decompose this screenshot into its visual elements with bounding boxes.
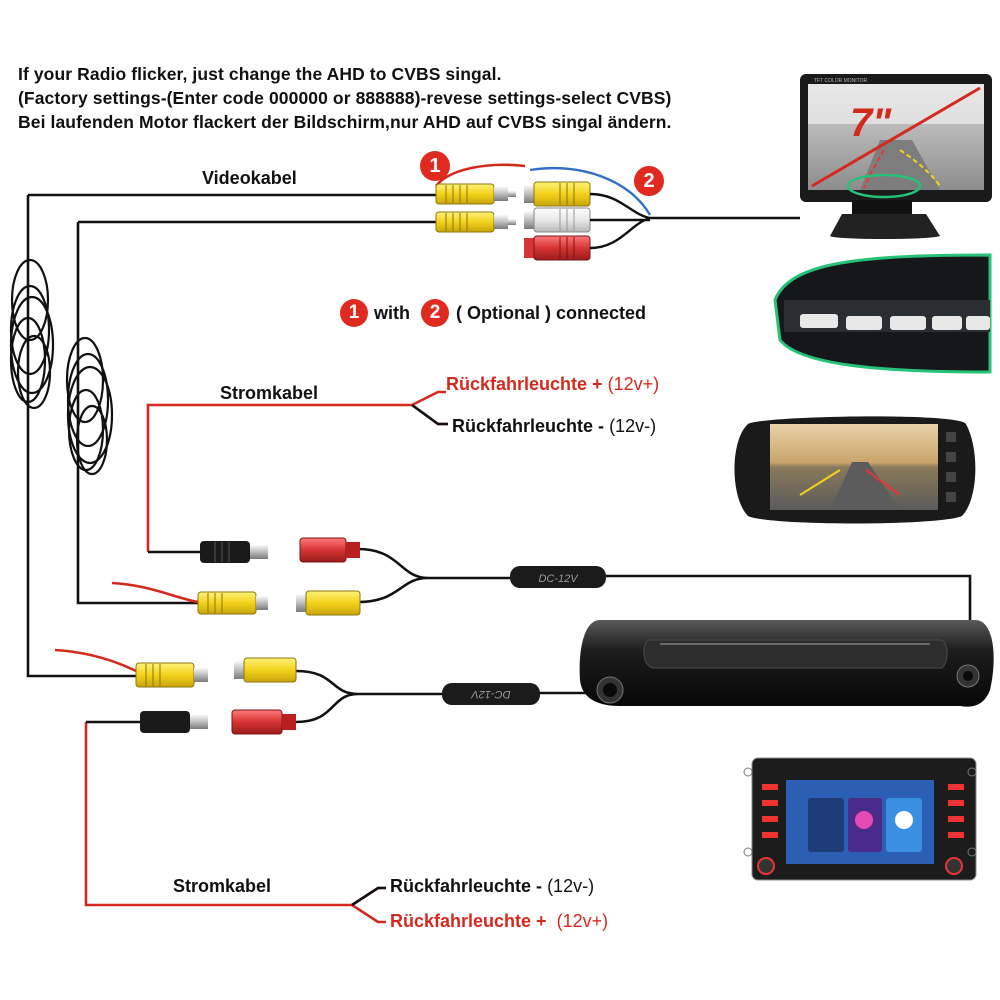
dc-plug-low bbox=[86, 711, 208, 733]
svg-text:DC-12V: DC-12V bbox=[470, 688, 511, 700]
dc-module-low: DC-12V bbox=[442, 683, 540, 705]
intro-line-3: Bei laufenden Motor flackert der Bildsch… bbox=[18, 112, 672, 132]
dc-plug-top bbox=[148, 541, 268, 563]
reverse-light-minus-bottom: Rückfahrleuchte - (12v-) bbox=[390, 876, 595, 896]
rca-plug-yellow-mid bbox=[197, 591, 268, 615]
intro-line-1: If your Radio flicker, just change the A… bbox=[18, 64, 502, 84]
brake-light-camera bbox=[579, 620, 994, 707]
monitor-button-zoom bbox=[773, 253, 992, 374]
dc-module-top: DC-12V bbox=[510, 566, 606, 588]
note-badge-two: 2 bbox=[421, 299, 449, 327]
reverse-light-plus-bottom: Rückfahrleuchte + (12v+) bbox=[390, 911, 609, 931]
reverse-light-plus-top: Rückfahrleuchte + (12v+) bbox=[446, 374, 660, 394]
rca-plug-yellow-top-1 bbox=[435, 183, 516, 205]
badge-one: 1 bbox=[420, 151, 450, 181]
dc-socket-red-low bbox=[231, 709, 296, 735]
stromkabel-bottom-label: Stromkabel bbox=[173, 876, 272, 896]
mirror-monitor bbox=[734, 416, 976, 524]
car-radio bbox=[743, 757, 977, 881]
badge-two: 2 bbox=[634, 166, 664, 196]
dc-socket-red-top bbox=[299, 537, 360, 563]
rca-socket-yellow-low bbox=[234, 657, 297, 683]
note-optional: ( Optional ) connected bbox=[456, 303, 647, 323]
rca-socket-yellow bbox=[524, 181, 591, 207]
svg-text:TFT COLOR MONITOR: TFT COLOR MONITOR bbox=[814, 78, 868, 84]
svg-text:DC-12V: DC-12V bbox=[538, 573, 579, 585]
rca-socket-white bbox=[524, 207, 591, 233]
monitor-7inch: 7" TFT COLOR MONITOR bbox=[800, 74, 992, 239]
note-badge-one: 1 bbox=[340, 299, 368, 327]
reverse-light-minus-top: Rückfahrleuchte - (12v-) bbox=[452, 416, 657, 436]
svg-text:7": 7" bbox=[850, 101, 892, 145]
rca-socket-red bbox=[524, 235, 591, 261]
videokabel-label: Videokabel bbox=[202, 168, 297, 188]
stromkabel-top-label: Stromkabel bbox=[220, 383, 319, 403]
rca-socket-yellow-mid bbox=[296, 590, 361, 616]
note-with: with bbox=[374, 303, 410, 323]
rca-plug-yellow-low bbox=[135, 662, 208, 688]
rca-plug-yellow-top-2 bbox=[435, 211, 516, 233]
intro-line-2: (Factory settings-(Enter code 000000 or … bbox=[18, 88, 672, 108]
